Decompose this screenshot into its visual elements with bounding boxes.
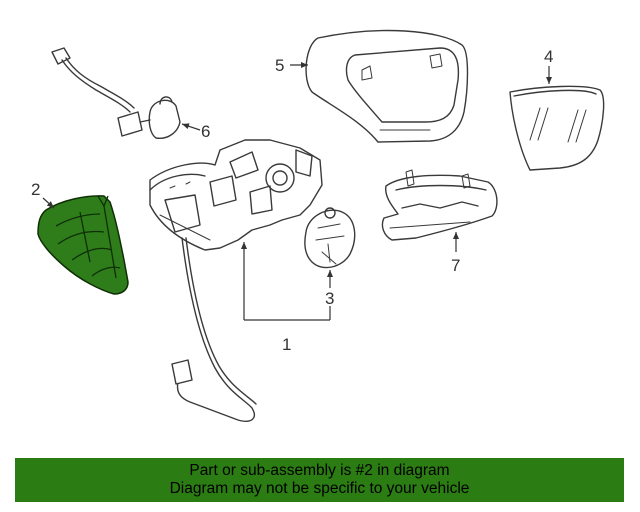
- part-7-lower-cover[interactable]: [381, 169, 498, 241]
- callout-4: 4: [544, 47, 553, 66]
- part-4-mirror-glass[interactable]: [509, 85, 605, 171]
- callout-5: 5: [275, 56, 284, 75]
- part-3-mirror-motor[interactable]: [304, 207, 356, 269]
- part-2-mirror-housing[interactable]: [37, 195, 129, 295]
- parts-diagram: 5 4 6 2 3 7 1: [31, 29, 605, 422]
- callout-7: 7: [451, 256, 460, 275]
- leader-lines: [42, 62, 552, 321]
- banner-line-2: Diagram may not be specific to your vehi…: [169, 480, 470, 497]
- info-banner: Part or sub-assembly is #2 in diagram Di…: [15, 458, 624, 502]
- banner-line-1: Part or sub-assembly is #2 in diagram: [189, 462, 450, 479]
- callout-1: 1: [282, 335, 291, 354]
- callout-6: 6: [201, 122, 210, 141]
- callout-3: 3: [325, 289, 334, 308]
- part-1-mirror-base[interactable]: [149, 139, 323, 422]
- part-6-wiring-harness[interactable]: [51, 47, 181, 139]
- callout-2: 2: [31, 180, 40, 199]
- part-5-mirror-cover[interactable]: [305, 29, 469, 143]
